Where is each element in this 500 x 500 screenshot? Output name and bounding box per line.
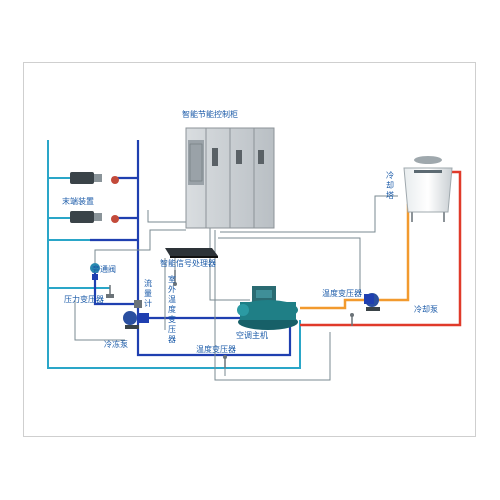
diagram-frame	[23, 62, 476, 437]
bypass-valve-label: 旁通阀	[92, 264, 116, 274]
cabinet-label: 智能节能控制柜	[182, 109, 238, 119]
cooling-tower-label-1: 冷	[386, 170, 394, 180]
temp-transmitter-right-icon	[350, 313, 354, 326]
chilled-pump-icon	[123, 311, 149, 329]
chiller	[237, 286, 298, 330]
outdoor-temp-label-3: 温	[168, 295, 176, 304]
terminal-unit-2	[70, 211, 119, 223]
pressure-transmitter-icon	[106, 285, 114, 298]
outdoor-temp-label-4: 度	[168, 304, 176, 314]
control-cabinet	[185, 127, 275, 229]
outdoor-temp-label-2: 外	[168, 284, 176, 294]
terminal-label: 末端装置	[62, 196, 94, 206]
cooling-pump-icon	[364, 293, 380, 311]
chilled-supply-pipes	[90, 140, 292, 357]
signal-processor-label: 智能信号处理器	[160, 258, 216, 268]
cooling-pump-label: 冷却泵	[414, 304, 438, 314]
signal-processor	[165, 248, 218, 258]
flow-meter-label-2: 量	[144, 289, 152, 298]
flow-meter-label-3: 计	[144, 298, 152, 308]
outdoor-temp-label-5: 变	[168, 314, 176, 324]
temp-transmitter-bottom-label: 温度变压器	[196, 344, 236, 354]
outdoor-temp-sensor-icon	[173, 270, 177, 286]
cooling-tower-label-3: 塔	[386, 190, 394, 200]
chilled-pump-label: 冷冻泵	[104, 339, 128, 349]
bypass-valve-icon	[90, 263, 100, 280]
chilled-return-pipes	[47, 140, 301, 369]
outdoor-temp-label-1: 室	[168, 274, 176, 284]
outdoor-temp-label-7: 器	[168, 335, 176, 344]
pressure-transmitter-label: 压力变压器	[64, 294, 104, 304]
terminal-unit-1	[70, 172, 119, 184]
chiller-label: 空调主机	[236, 330, 268, 340]
temp-transmitter-right-label: 温度变压器	[322, 288, 362, 298]
outdoor-temp-label-6: 压	[168, 325, 176, 334]
cooling-tower	[403, 156, 453, 222]
flow-meter-icon	[134, 300, 142, 308]
flow-meter-label-1: 流	[144, 278, 152, 288]
cooling-tower-label-2: 却	[386, 180, 394, 190]
temp-transmitter-bottom-icon	[223, 355, 227, 368]
